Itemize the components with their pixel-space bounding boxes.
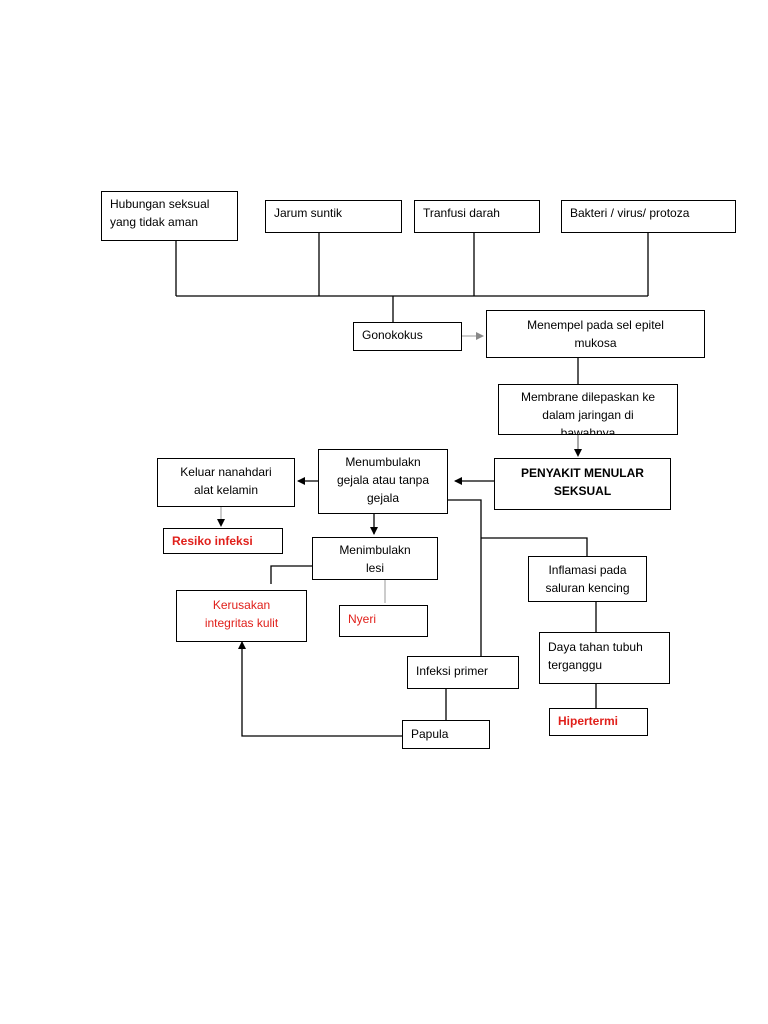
node-kerusakan-label: Kerusakan integritas kulit — [204, 598, 279, 630]
node-kerusakan: Kerusakan integritas kulit — [176, 590, 307, 642]
node-inflamasi: Inflamasi pada saluran kencing — [528, 556, 647, 602]
node-tranfusi: Tranfusi darah — [414, 200, 540, 233]
node-infeksi-primer: Infeksi primer — [407, 656, 519, 689]
node-pms: PENYAKIT MENULAR SEKSUAL — [494, 458, 671, 510]
line-lesi-kerusakan — [270, 565, 312, 584]
line-menumbulakn-right — [448, 499, 482, 656]
node-bakteri: Bakteri / virus/ protoza — [561, 200, 736, 233]
node-keluar: Keluar nanahdari alat kelamin — [157, 458, 295, 507]
node-resiko: Resiko infeksi — [163, 528, 283, 554]
node-menempel: Menempel pada sel epitel mukosa — [486, 310, 705, 358]
line-papula-kerusakan — [238, 641, 402, 737]
node-nyeri-label: Nyeri — [348, 612, 377, 626]
node-jarum: Jarum suntik — [265, 200, 402, 233]
node-hubungan: Hubungan seksual yang tidak aman — [101, 191, 238, 241]
node-gonokokus: Gonokokus — [353, 322, 462, 351]
node-daya: Daya tahan tubuh terganggu — [539, 632, 670, 684]
line-to-inflamasi — [481, 537, 588, 556]
node-nyeri: Nyeri — [339, 605, 428, 637]
node-hipertermi: Hipertermi — [549, 708, 648, 736]
node-menimbulakn-lesi: Menimbulakn lesi — [312, 537, 438, 580]
node-membrane: Membrane dilepaskan ke dalam jaringan di… — [498, 384, 678, 435]
node-papula: Papula — [402, 720, 490, 749]
node-menumbulakn: Menumbulakn gejala atau tanpa gejala — [318, 449, 448, 514]
